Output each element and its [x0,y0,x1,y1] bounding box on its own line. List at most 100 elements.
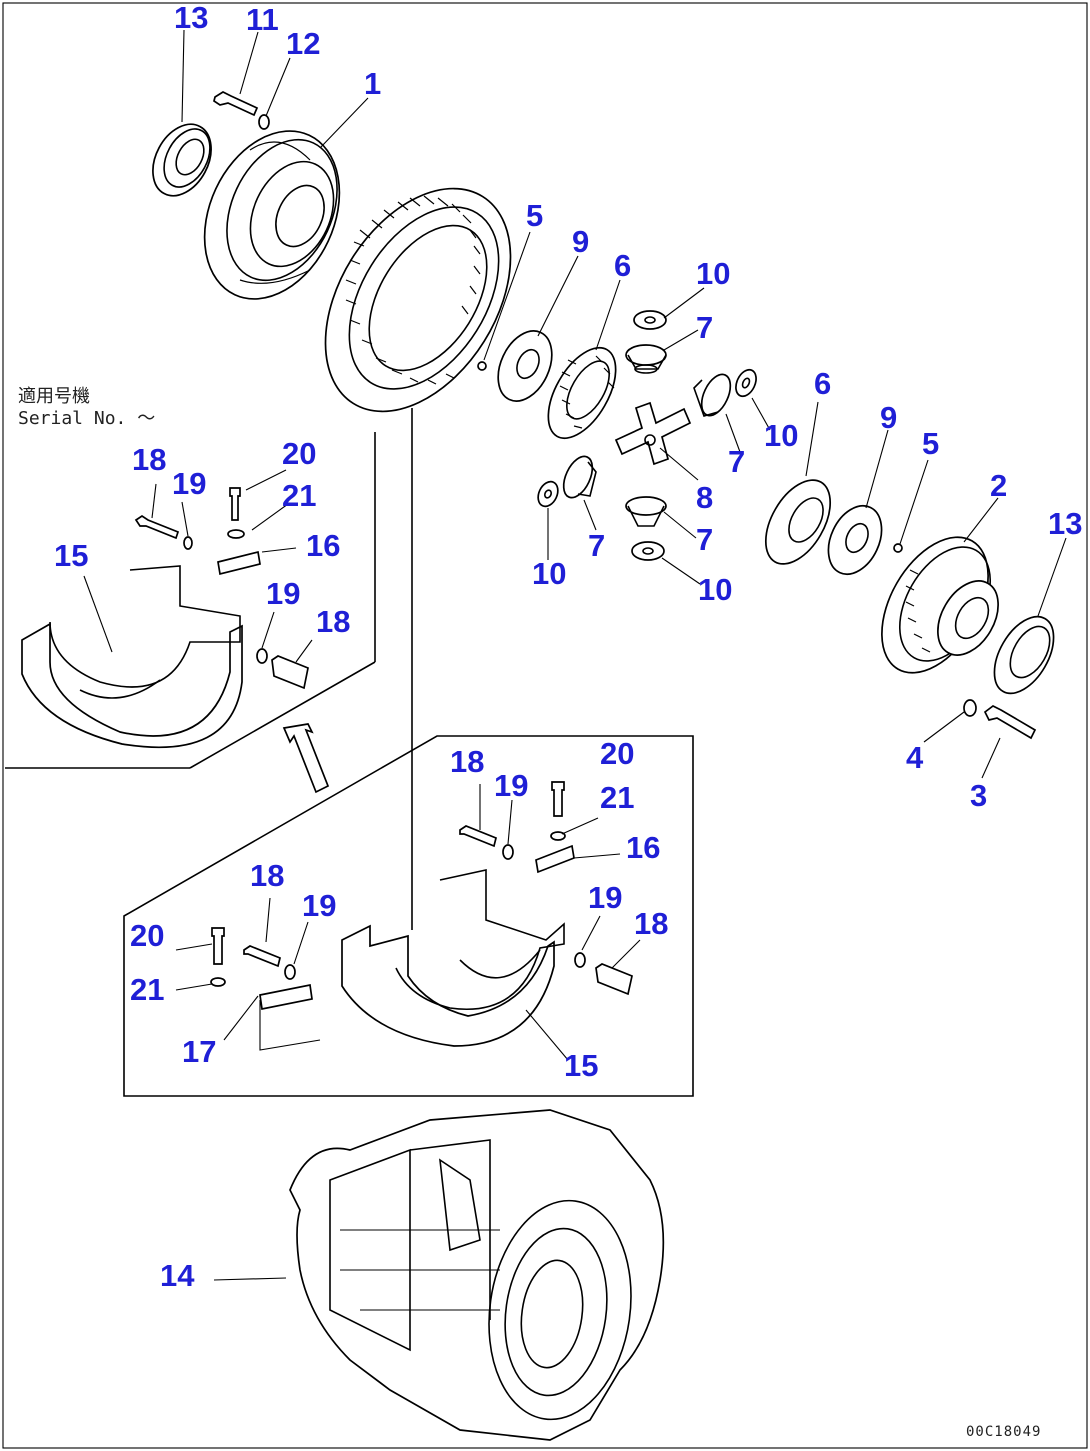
callout-4: 4 [906,740,924,775]
washer-19-lower-left [284,964,296,980]
callout-20: 20 [600,736,634,771]
callout-labels: 13 11 12 1 5 9 6 10 7 10 6 7 9 5 2 13 8 … [54,0,1082,1293]
washer-19-upper-left [183,536,193,550]
callout-18: 18 [132,442,166,477]
pinion-7-right [693,373,732,417]
leader-lines [83,29,1067,1281]
callout-21: 21 [282,478,316,513]
bolt-18-lower-left [243,945,282,968]
guard-15-lower [341,869,565,1047]
washer-19-lower-right [574,952,586,968]
bolt-18-lower-right [595,963,633,996]
callout-6: 6 [614,248,631,283]
spider-8 [614,401,692,466]
callout-18: 18 [634,906,668,941]
washer-21-lower-top [550,831,566,841]
serial-note-jp: 適用号機 [18,386,90,407]
side-gear-6-right [764,479,832,565]
callout-19: 19 [588,880,622,915]
callout-21: 21 [600,780,634,815]
bolt-18-upper-right [271,655,309,690]
callout-10: 10 [532,556,566,591]
ring-gear [324,187,512,413]
washer-10-left [537,480,559,508]
bearing-13-right [993,615,1055,695]
pointer-arrow [282,723,330,794]
serial-variant-panel [5,432,376,769]
callout-7: 7 [728,444,745,479]
callout-2: 2 [990,468,1007,503]
callout-7: 7 [696,310,713,345]
callout-5: 5 [526,198,543,233]
bolt-20-lower-top [551,781,565,817]
side-gear-6-left [547,346,617,440]
callout-7: 7 [588,528,605,563]
callout-18: 18 [316,604,350,639]
guard-15-upper [21,565,243,749]
callout-18: 18 [450,744,484,779]
callout-12: 12 [286,26,320,61]
differential-case-2 [881,536,999,674]
washer-21-upper [227,529,245,539]
callout-3: 3 [970,778,987,813]
callout-19: 19 [172,466,206,501]
bolt-3 [983,705,1037,740]
callout-9: 9 [880,400,897,435]
lower-detail-frame [123,735,694,1097]
pin-5-left [477,361,487,371]
callout-19: 19 [302,888,336,923]
callout-20: 20 [130,918,164,953]
bolt-18-lower-top [459,825,498,848]
washer-4 [963,699,977,717]
callout-19: 19 [266,576,300,611]
washer-12 [258,114,270,130]
callout-5: 5 [922,426,939,461]
differential-case-1 [203,130,341,300]
bearing-13-left [152,123,212,197]
callout-1: 1 [364,66,381,101]
callout-8: 8 [696,480,713,515]
callout-16: 16 [306,528,340,563]
callout-18: 18 [250,858,284,893]
bolt-11 [213,91,259,117]
callout-10: 10 [764,418,798,453]
drawing-code: 00C18049 [966,1424,1041,1440]
callout-6: 6 [814,366,831,401]
bolt-20-upper [229,487,241,521]
callout-9: 9 [572,224,589,259]
callout-17: 17 [182,1034,216,1069]
thrust-washer-9-right [827,504,883,576]
washer-10-top [633,310,667,330]
callout-13: 13 [174,0,208,35]
callout-15: 15 [564,1048,598,1083]
pinion-7-bottom [625,496,667,527]
callout-21: 21 [130,972,164,1007]
pin-5-right [893,543,903,553]
washer-10-bottom [631,541,665,561]
callout-7: 7 [696,522,713,557]
washer-19-upper-right [256,648,268,664]
callout-10: 10 [696,256,730,291]
pinion-7-top [625,344,667,374]
washer-19-lower-top [502,844,514,860]
callout-13: 13 [1048,506,1082,541]
bracket-16-lower [535,844,575,874]
bolt-18-upper-left [134,514,180,540]
callout-11: 11 [246,2,279,37]
washer-10-right [735,368,757,398]
pinion-7-left [562,455,597,499]
callout-14: 14 [160,1258,195,1293]
bracket-17 [259,983,313,1011]
bracket-16-upper [217,550,261,576]
callout-10: 10 [698,572,732,607]
thrust-washer-9-left [497,330,553,402]
callout-20: 20 [282,436,316,471]
axle-housing-14 [289,1109,665,1441]
serial-note-en: Serial No. ～ [18,408,155,429]
callout-19: 19 [494,768,528,803]
bolt-20-lower-left [211,927,225,965]
callout-16: 16 [626,830,660,865]
